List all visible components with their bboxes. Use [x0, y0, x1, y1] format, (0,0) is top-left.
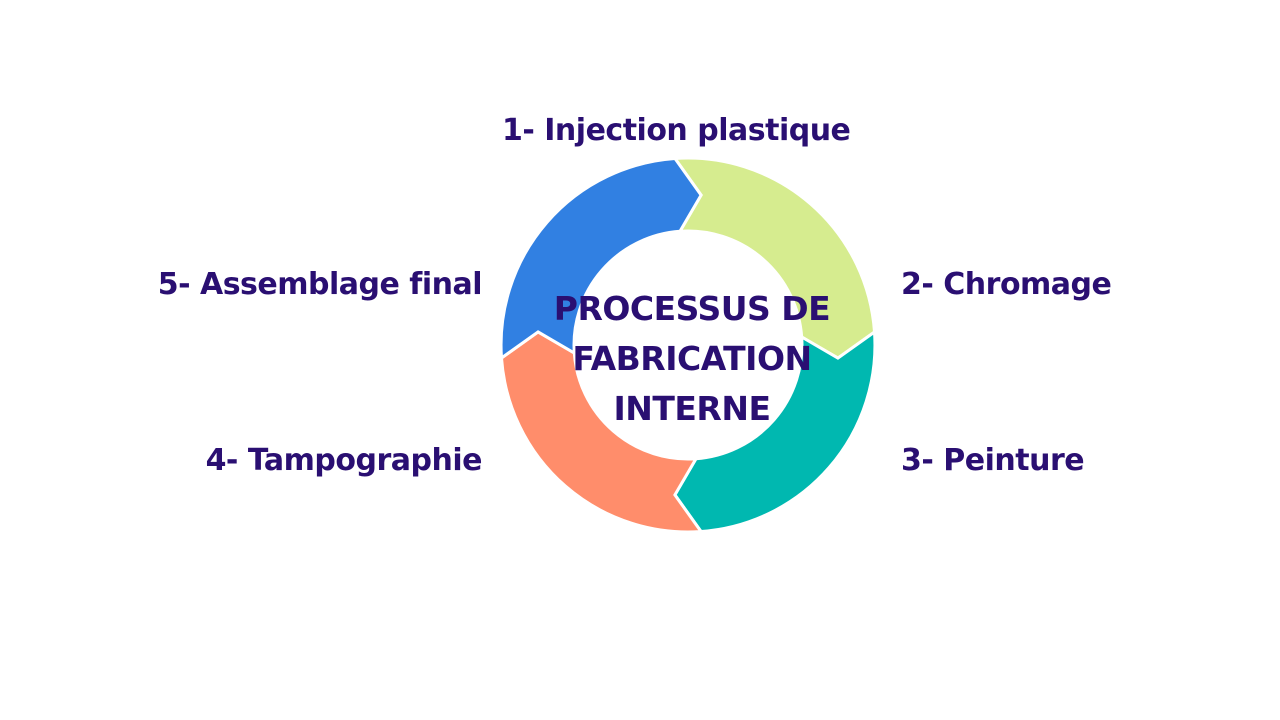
step-label-peinture: 3- Peinture: [901, 443, 1085, 478]
step-label-chromage: 2- Chromage: [901, 267, 1112, 302]
center-title-line-3: INTERNE: [613, 389, 771, 428]
center-title-line-1: PROCESSUS DE: [553, 289, 831, 328]
step-label-assemblage-final: 5- Assemblage final: [157, 267, 483, 302]
step-label-injection-plastique: 1- Injection plastique: [502, 113, 851, 148]
center-title-line-2: FABRICATION: [572, 339, 812, 378]
step-label-tampographie: 4- Tampographie: [205, 443, 483, 478]
segment-tampographie: [499, 156, 703, 361]
center-title: PROCESSUS DE FABRICATION INTERNE: [552, 284, 832, 434]
